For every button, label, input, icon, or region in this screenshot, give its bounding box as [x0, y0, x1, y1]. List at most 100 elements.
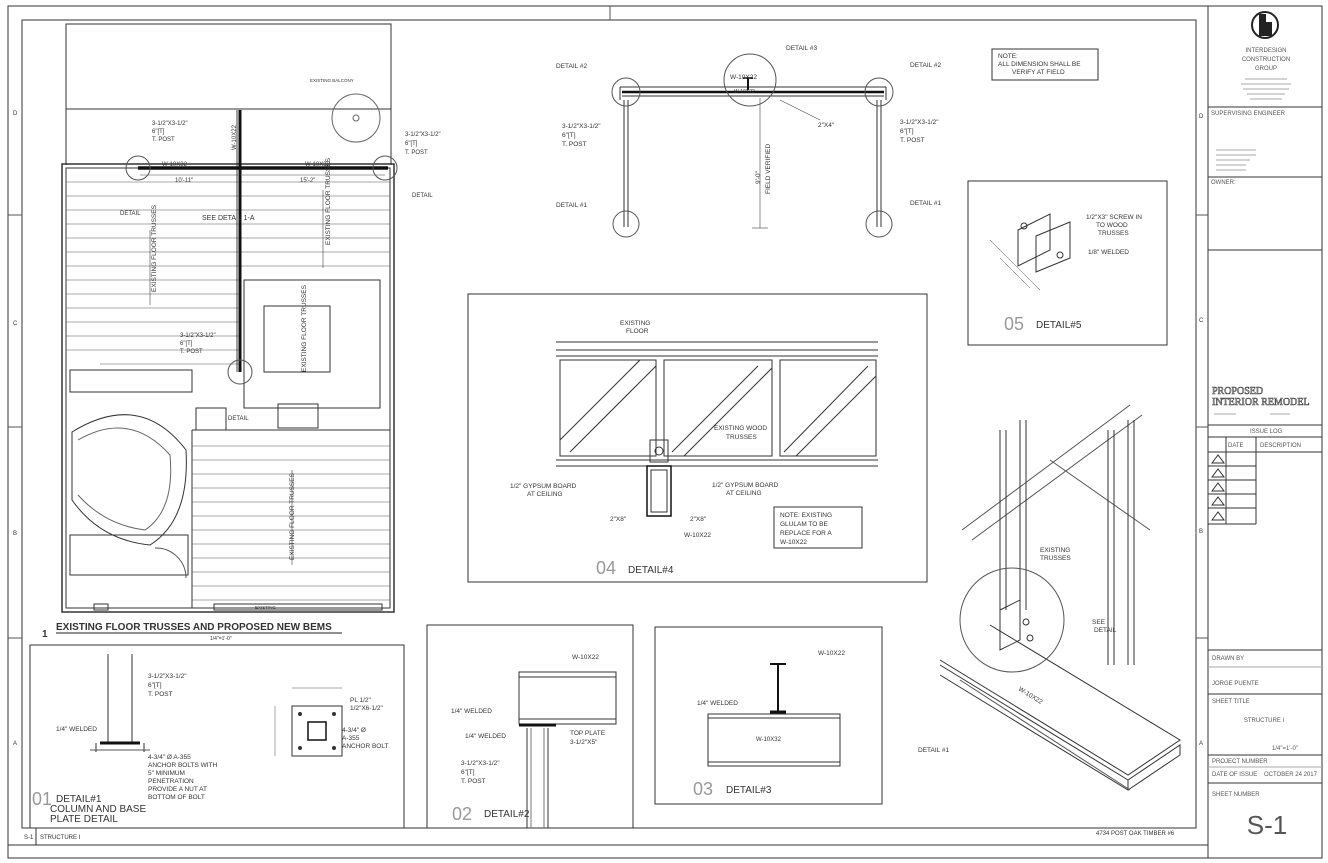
d1-anchor-6: BOTTOM OF BOLT [148, 794, 205, 801]
plan-balcony-label: EXISTING BALCONY [310, 78, 354, 83]
d5-weld: 1/8" WELDED [1088, 249, 1129, 256]
elev-post-l-1: 3-1/2"X3-1/2" [562, 123, 601, 130]
d1-anchor-1: 4-3/4" Ø A-355 [148, 754, 191, 761]
elev-det1a: DETAIL #1 [556, 202, 587, 209]
plan-detail-ref-left: DETAIL [120, 211, 141, 217]
d4-lumber-1: 2"X8" [610, 516, 627, 523]
plan-dim-left: 10'-11" [175, 178, 193, 184]
d3-num: 03 [693, 779, 713, 799]
title-block: INTERDESIGN CONSTRUCTION GROUP SUPERVISI… [1208, 11, 1322, 840]
plan-post-tr-2: 6"[T] [405, 141, 418, 147]
plan-trusses-1: EXISTING FLOOR TRUSSES [151, 204, 158, 292]
elev-post-r-3: T. POST [900, 137, 925, 144]
elev-beam2: W-10X22 [734, 89, 755, 95]
detail-01: 3-1/2"X3-1/2" 6"[T] T. POST 1/4" WELDED … [29, 644, 405, 829]
elev-post-r-1: 3-1/2"X3-1/2" [900, 119, 939, 126]
plan-detail-ref-mid: DETAIL [228, 416, 249, 422]
drawn-by-label: DRAWN BY [1212, 656, 1244, 662]
d3-label: DETAIL#3 [726, 785, 772, 796]
footer-title: STRUCTURE I [40, 835, 81, 841]
d2-post-3: T. POST [461, 778, 486, 785]
plan-post-tl-1: 3-1/2"X3-1/2" [152, 121, 188, 127]
d1-plate-1: PL 1/2" [350, 697, 372, 704]
detail-04: EXISTING FLOOR EXISTING WOOD TRUSSES 1/2… [467, 293, 928, 583]
owner-label: OWNER: [1211, 180, 1236, 186]
d4-gyp-right-2: AT CEILING [726, 490, 762, 497]
d5-screw-2: TO WOOD [1096, 222, 1128, 229]
plan-post-tr-3: T. POST [405, 150, 428, 156]
d1-anchor-4: PENETRATION [148, 778, 194, 785]
project-title-1: PROPOSED [1212, 386, 1263, 397]
plan-dim-right: 15'-2" [300, 178, 315, 184]
plan-title: EXISTING FLOOR TRUSSES AND PROPOSED NEW … [56, 622, 332, 633]
isometric-view: EXISTING TRUSSES SEE DETAIL W-10X22 DETA… [918, 404, 1181, 791]
elev-note-3: VERIFY AT FIELD [1012, 69, 1065, 76]
d2-plate-1: TOP PLATE [570, 730, 606, 737]
d4-note-2: GLULAM TO BE [780, 521, 828, 528]
d1-anchor-2: ANCHOR BOLTS WITH [148, 762, 218, 769]
d5-num: 05 [1004, 314, 1024, 334]
frame-elevation: DETAIL #2 DETAIL #3 DETAIL #2 DETAIL #1 … [556, 45, 1099, 238]
d1-title-2: COLUMN AND BASE [50, 804, 146, 815]
plan-post-tl-3: T. POST [152, 137, 175, 143]
date-value: OCTOBER 24 2017 [1264, 772, 1318, 778]
issue-col-desc: DESCRIPTION [1260, 443, 1301, 449]
grid-a-right: A [1199, 741, 1203, 747]
d1-weld: 1/4" WELDED [56, 726, 97, 733]
logo-mark [1259, 14, 1272, 36]
d2-label: DETAIL#2 [484, 809, 530, 820]
plan-trusses-2: EXISTING FLOOR TRUSSES [325, 157, 332, 245]
iso-beam: W-10X22 [1017, 686, 1044, 706]
grid-a-left: A [13, 741, 17, 747]
elev-det2b: DETAIL #2 [910, 62, 941, 69]
d3-beam-main: W-10X32 [756, 737, 782, 743]
d4-note-4: W-10X22 [780, 539, 807, 546]
elev-note-2: ALL DIMENSION SHALL BE [998, 61, 1081, 68]
plan-scale: 1/4"=1'-0" [210, 636, 232, 642]
d4-label: DETAIL#4 [628, 565, 674, 576]
elev-post-l-2: 6"[T] [562, 132, 576, 139]
sheet-title-label: SHEET TITLE [1212, 699, 1250, 705]
d1-post-2: 6"[T] [148, 682, 162, 689]
plan-post-m-3: T. POST [180, 349, 203, 355]
iso-see-1: SEE [1092, 619, 1106, 626]
plan-beam-vertical: W-10X22 [232, 124, 238, 150]
sheet-number-label: SHEET NUMBER [1212, 792, 1260, 798]
d1-post-1: 3-1/2"X3-1/2" [148, 673, 187, 680]
elev-post-l-3: T. POST [562, 141, 587, 148]
d1-post-3: T. POST [148, 691, 173, 698]
d4-floor-2: FLOOR [626, 328, 649, 335]
supervising-engineer-label: SUPERVISING ENGINEER [1211, 111, 1286, 117]
d4-gyp-left-2: AT CEILING [527, 491, 563, 498]
d1-anchor2-1: 4-3/4" Ø [342, 727, 366, 734]
plan-post-m-1: 3-1/2"X3-1/2" [180, 333, 216, 339]
elev-beam: W-10X22 [730, 74, 757, 81]
elev-joist: 2"X4" [818, 122, 835, 129]
company-name-3: GROUP [1255, 66, 1277, 72]
d4-num: 04 [596, 558, 616, 578]
d4-beam: W-10X22 [684, 532, 711, 539]
d4-note-1: NOTE: EXISTING [780, 512, 832, 519]
plan-title-number: 1 [42, 629, 48, 640]
plan-trusses-4: EXISTING FLOOR TRUSSES [289, 472, 296, 560]
d1-anchor2-3: ANCHOR BOLT [342, 743, 388, 750]
company-name-2: CONSTRUCTION [1242, 57, 1290, 63]
d1-anchor-3: 5" MINIMUM [148, 770, 185, 777]
grid-c-left: C [13, 321, 18, 327]
d3-beam-top: W-10X22 [818, 650, 845, 657]
elev-note-1: NOTE: [998, 53, 1018, 60]
d1-title-3: PLATE DETAIL [50, 814, 118, 825]
company-logo-icon [1251, 11, 1279, 39]
d4-lumber-2: 2"X8" [690, 516, 707, 523]
outer-border [7, 5, 1323, 859]
plan-bottom-label: EXISTING [255, 605, 277, 610]
d2-weld1: 1/4" WELDED [451, 708, 492, 715]
d4-floor-1: EXISTING [620, 320, 650, 327]
d2-beam: W-10X22 [572, 654, 599, 661]
sheet-title-value: STRUCTURE I [1244, 718, 1285, 724]
grid-b-right: B [1199, 529, 1203, 535]
iso-detail: DETAIL #1 [918, 747, 949, 754]
grid-c-right: C [1199, 318, 1204, 324]
d1-anchor2-2: A-355 [342, 735, 360, 742]
footer-code: S-1 [24, 835, 34, 841]
